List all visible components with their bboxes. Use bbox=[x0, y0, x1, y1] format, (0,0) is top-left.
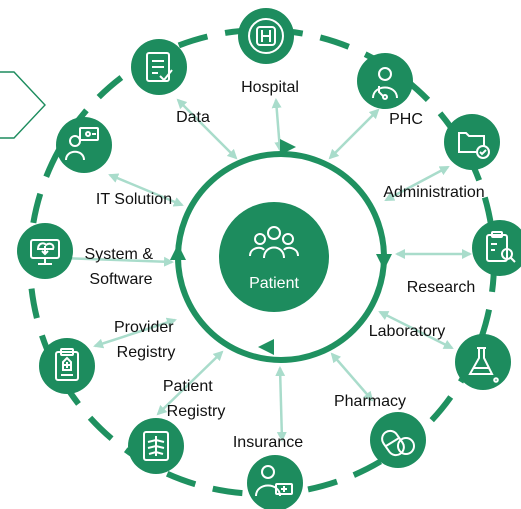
xray-icon bbox=[143, 431, 169, 461]
left-chevron-shape bbox=[0, 71, 46, 139]
label-phc: PHC bbox=[389, 111, 423, 128]
pill-icon bbox=[381, 429, 415, 457]
label-provider-registry-line1: Provider bbox=[114, 319, 174, 336]
label-provider-registry-line2: Registry bbox=[117, 344, 176, 361]
node-insurance bbox=[247, 455, 303, 509]
arrow-data bbox=[176, 98, 238, 160]
label-pharmacy: Pharmacy bbox=[334, 393, 406, 410]
node-system-software bbox=[17, 223, 73, 279]
arrow-administration bbox=[384, 165, 450, 202]
arrow-patient-registry bbox=[156, 350, 224, 416]
connector-arrows bbox=[58, 98, 472, 442]
label-hospital: Hospital bbox=[241, 79, 299, 96]
label-laboratory: Laboratory bbox=[369, 323, 446, 340]
node-provider-registry bbox=[39, 338, 95, 394]
node-research bbox=[472, 220, 521, 276]
label-data: Data bbox=[176, 109, 210, 126]
arrow-system-software bbox=[58, 253, 174, 267]
document-check-icon bbox=[146, 52, 173, 82]
label-research: Research bbox=[407, 279, 475, 296]
doctor-icon bbox=[372, 67, 398, 100]
node-pharmacy bbox=[370, 412, 426, 468]
arrow-it-solution bbox=[108, 173, 184, 207]
arrow-pharmacy bbox=[330, 352, 374, 402]
label-patient-registry-line1: Patient bbox=[163, 378, 213, 395]
cycle-arrowhead-left bbox=[170, 244, 186, 260]
arrow-provider-registry bbox=[93, 317, 177, 349]
label-it-solution: IT Solution bbox=[96, 191, 172, 208]
hospital-icon bbox=[248, 18, 284, 54]
node-labels: Hospital PHC Administration Research Lab… bbox=[85, 79, 485, 451]
person-screen-icon bbox=[65, 127, 99, 161]
insurance-card-icon bbox=[255, 465, 293, 497]
label-system-software-line1: System & bbox=[85, 246, 154, 263]
label-patient-registry-line2: Registry bbox=[167, 403, 226, 420]
node-data bbox=[131, 39, 187, 95]
clipboard-search-icon bbox=[486, 231, 516, 263]
patient-center: Patient bbox=[219, 202, 329, 312]
label-insurance: Insurance bbox=[233, 434, 303, 451]
node-phc bbox=[357, 53, 413, 109]
folder-check-icon bbox=[458, 132, 490, 159]
node-administration bbox=[444, 114, 500, 170]
clipboard-plus-icon bbox=[55, 348, 79, 381]
patients-group-icon bbox=[249, 226, 299, 259]
cycle-arrowhead-right bbox=[376, 254, 392, 270]
label-provider-registry: Provider Registry bbox=[114, 319, 178, 361]
label-system-software-line2: Software bbox=[89, 271, 152, 288]
arrow-phc bbox=[328, 108, 380, 160]
node-laboratory bbox=[455, 334, 511, 390]
center-label: Patient bbox=[249, 275, 299, 292]
label-system-software: System & Software bbox=[85, 246, 158, 288]
cycle-arrowhead-bottom bbox=[258, 339, 274, 355]
label-patient-registry: Patient Registry bbox=[163, 378, 225, 420]
arrow-hospital bbox=[271, 98, 285, 152]
label-administration: Administration bbox=[383, 184, 484, 201]
node-patient-registry bbox=[128, 418, 184, 474]
node-it-solution bbox=[56, 117, 112, 173]
arrow-insurance bbox=[275, 366, 287, 442]
cloud-monitor-icon bbox=[30, 239, 60, 265]
cycle-arrowhead-top bbox=[280, 139, 296, 155]
node-hospital bbox=[238, 8, 294, 64]
inner-cycle-ring bbox=[170, 139, 392, 363]
arrow-laboratory bbox=[378, 310, 454, 350]
flask-icon bbox=[468, 347, 499, 383]
